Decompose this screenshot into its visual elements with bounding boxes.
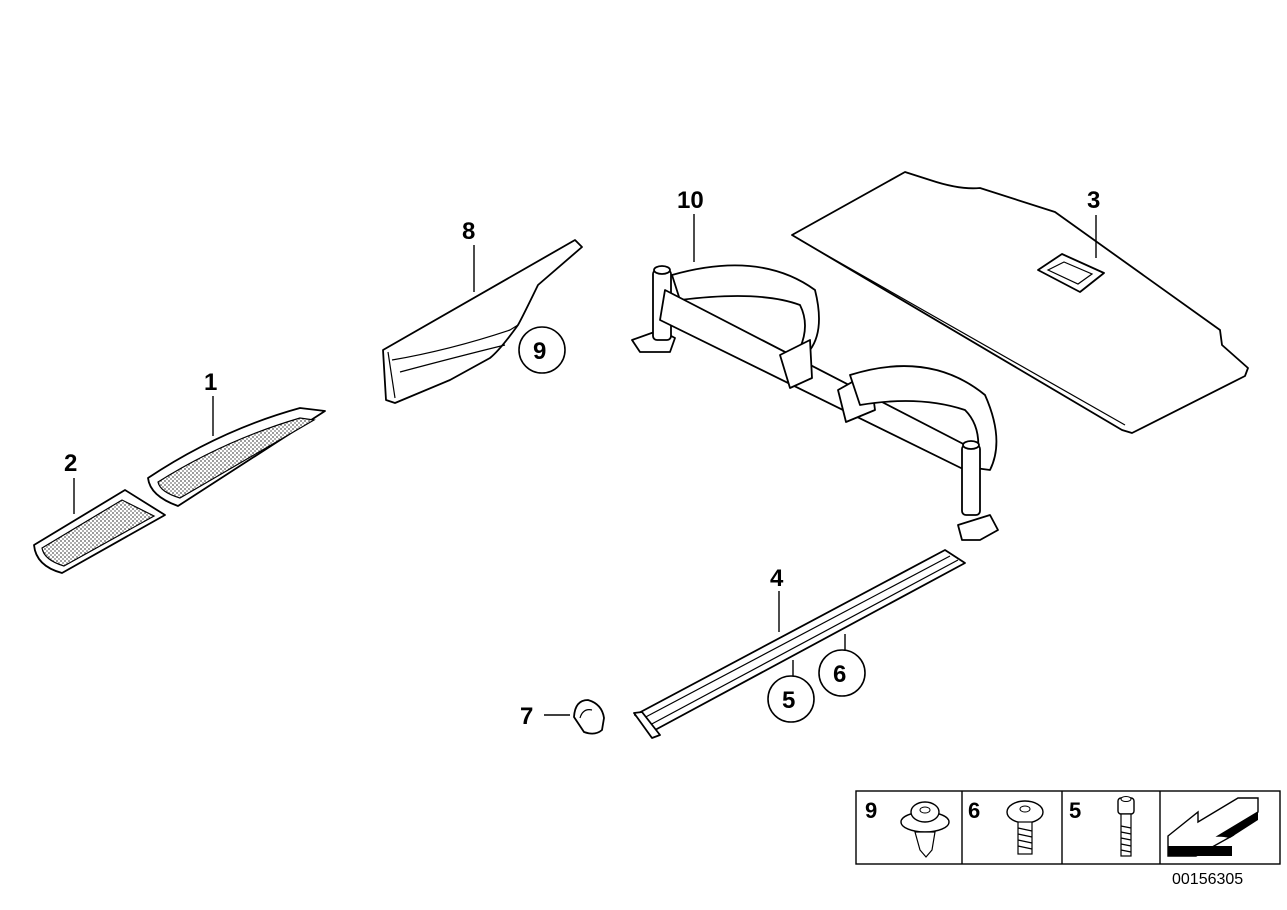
document-number: 00156305: [1172, 871, 1243, 888]
part-4-rail[interactable]: [633, 549, 966, 739]
part-2-carpet-trim[interactable]: [33, 489, 166, 574]
callout-1: 1: [204, 369, 217, 396]
callout-7: 7: [520, 703, 533, 730]
fastener-legend: 9 6 5: [855, 790, 1281, 865]
legend-label-5: 5: [1069, 798, 1081, 823]
legend-label-6: 6: [968, 798, 980, 823]
callout-10: 10: [677, 187, 704, 214]
callout-9: 9: [533, 338, 546, 365]
callout-5: 5: [782, 687, 795, 714]
callout-2: 2: [64, 450, 77, 477]
legend-label-9: 9: [865, 798, 877, 823]
direction-arrow-icon: [1167, 797, 1259, 857]
part-3-floor-cover[interactable]: [791, 171, 1249, 434]
clip-rivet-icon: [900, 801, 950, 858]
part-8-side-trim-panel[interactable]: [382, 239, 583, 404]
callout-ring-6: [818, 649, 866, 697]
part-1-carpet-trim[interactable]: [147, 407, 326, 507]
flange-screw-icon: [1006, 800, 1044, 855]
part-10-strap-holder[interactable]: [631, 264, 999, 541]
callout-8: 8: [462, 218, 475, 245]
socket-bolt-icon: [1117, 796, 1135, 857]
callout-ring-9: [518, 326, 566, 374]
callout-3: 3: [1087, 187, 1100, 214]
callout-6: 6: [833, 661, 846, 688]
callout-ring-5: [767, 675, 815, 723]
part-7-clip[interactable]: [573, 699, 605, 735]
callout-4: 4: [770, 565, 784, 592]
